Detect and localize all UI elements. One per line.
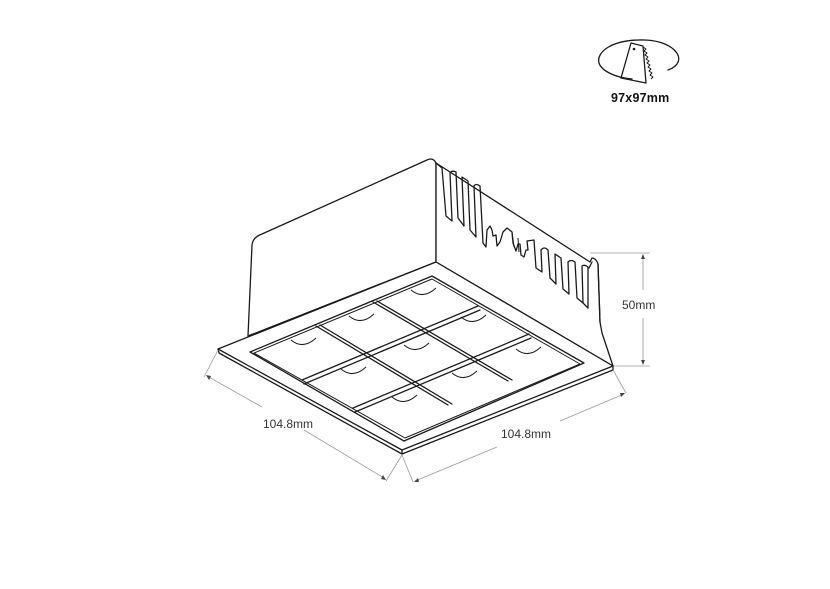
trim-frame [217, 261, 614, 455]
height-dimension [590, 252, 650, 367]
housing-body [247, 158, 614, 367]
width-left-dimension-label: 104.8mm [263, 417, 314, 431]
cutout-size-label: 97x97mm [611, 91, 670, 105]
height-dimension-label: 50mm [622, 298, 656, 312]
led-grid [290, 287, 542, 413]
width-left-dimension [203, 349, 403, 482]
saw-cutout-icon [598, 39, 680, 84]
width-right-dimension-label: 104.8mm [501, 427, 552, 441]
width-right-dimension [401, 369, 627, 483]
